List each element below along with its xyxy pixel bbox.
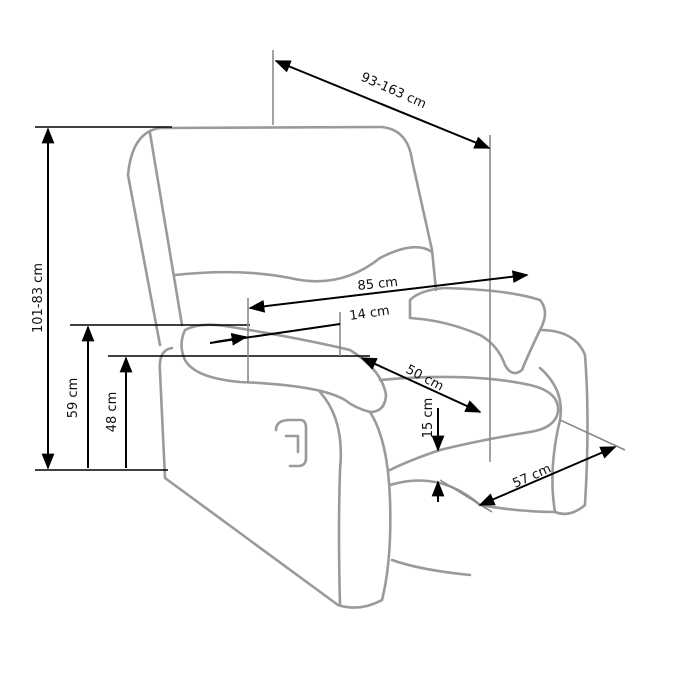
- left-arm-side: [158, 346, 392, 609]
- label-height: 101-83 cm: [31, 263, 46, 333]
- label-seat-width: 50 cm: [403, 362, 446, 394]
- dim-line-width: [248, 270, 529, 313]
- label-depth-reclined: 93-163 cm: [358, 70, 428, 112]
- left-arm-front: [318, 390, 343, 607]
- label-seat-height: 48 cm: [105, 392, 120, 433]
- right-arm-side: [538, 328, 589, 516]
- left-arm-pad: [180, 323, 388, 414]
- label-width: 85 cm: [357, 275, 399, 294]
- dim-line-seat-width: [360, 357, 482, 413]
- chair-outline: [126, 125, 589, 609]
- recline-handle: [274, 418, 308, 468]
- dimension-lines: [35, 50, 626, 513]
- dim-line-depth-reclined: [274, 60, 491, 149]
- backrest: [158, 125, 438, 292]
- label-seat-thickness: 15 cm: [421, 398, 436, 439]
- seat-cushion: [378, 375, 560, 472]
- label-seat-depth: 57 cm: [511, 461, 554, 491]
- backrest-outer-left: [126, 126, 162, 347]
- right-arm-pad: [408, 286, 547, 375]
- dim-line-seat-depth: [478, 446, 617, 506]
- label-armrest-width: 14 cm: [348, 303, 390, 323]
- base-bottom: [390, 558, 472, 577]
- label-armrest-height: 59 cm: [66, 378, 81, 419]
- backrest-inner-left: [148, 131, 184, 327]
